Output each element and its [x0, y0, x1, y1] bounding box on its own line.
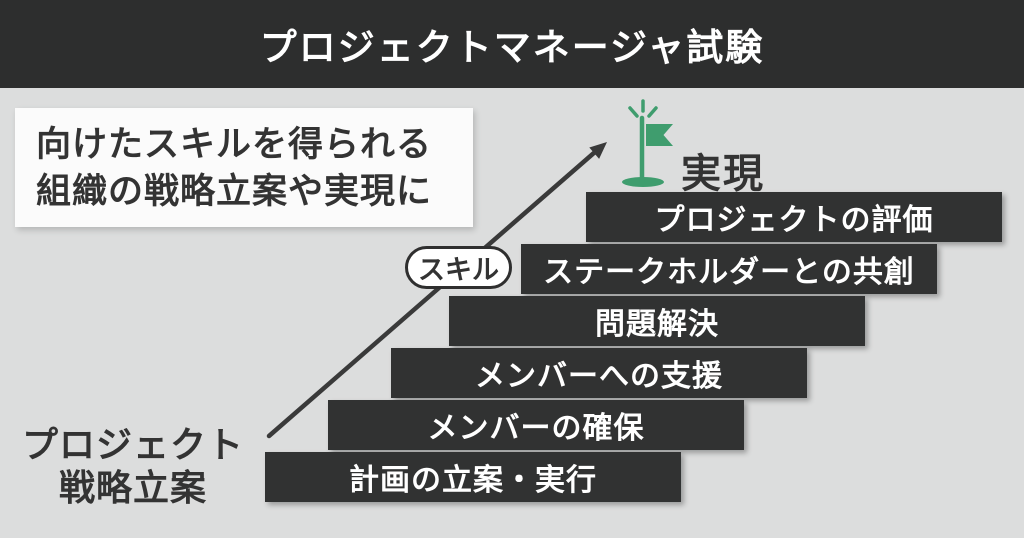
skill-badge-label: スキル — [418, 255, 499, 285]
skill-badge: スキル — [405, 246, 512, 289]
step-label: メンバーへの支援 — [475, 360, 723, 393]
step-label: 問題解決 — [595, 308, 719, 341]
callout-line-1: 向けたスキルを得られる — [36, 125, 433, 164]
step-label: メンバーの確保 — [427, 412, 645, 445]
step-label: プロジェクトの評価 — [654, 204, 934, 237]
step-bar-stakeholder-cocreation: ステークホルダーとの共創 — [521, 244, 937, 294]
step-bar-plan-execution: 計画の立案・実行 — [265, 452, 681, 502]
callout-line-2: 組織の戦略立案や実現に — [36, 172, 433, 211]
header-band: プロジェクトマネージャ試験 — [0, 0, 1024, 88]
step-bar-member-support: メンバーへの支援 — [391, 348, 807, 398]
step-label: ステークホルダーとの共創 — [543, 256, 915, 289]
start-label-line-2: 戦略立案 — [58, 467, 207, 508]
step-bar-project-evaluation: プロジェクトの評価 — [586, 192, 1002, 242]
flag-icon — [622, 99, 673, 187]
step-label: 計画の立案・実行 — [349, 464, 597, 497]
step-bar-problem-solving: 問題解決 — [449, 296, 865, 346]
goal-label: 実現 — [681, 152, 765, 196]
page-title: プロジェクトマネージャ試験 — [259, 27, 765, 68]
callout-box: 向けたスキルを得られる 組織の戦略立案や実現に — [15, 108, 473, 227]
start-label-line-1: プロジェクト — [21, 424, 244, 465]
step-bar-member-securing: メンバーの確保 — [328, 400, 744, 450]
start-label: プロジェクト 戦略立案 — [16, 423, 250, 509]
